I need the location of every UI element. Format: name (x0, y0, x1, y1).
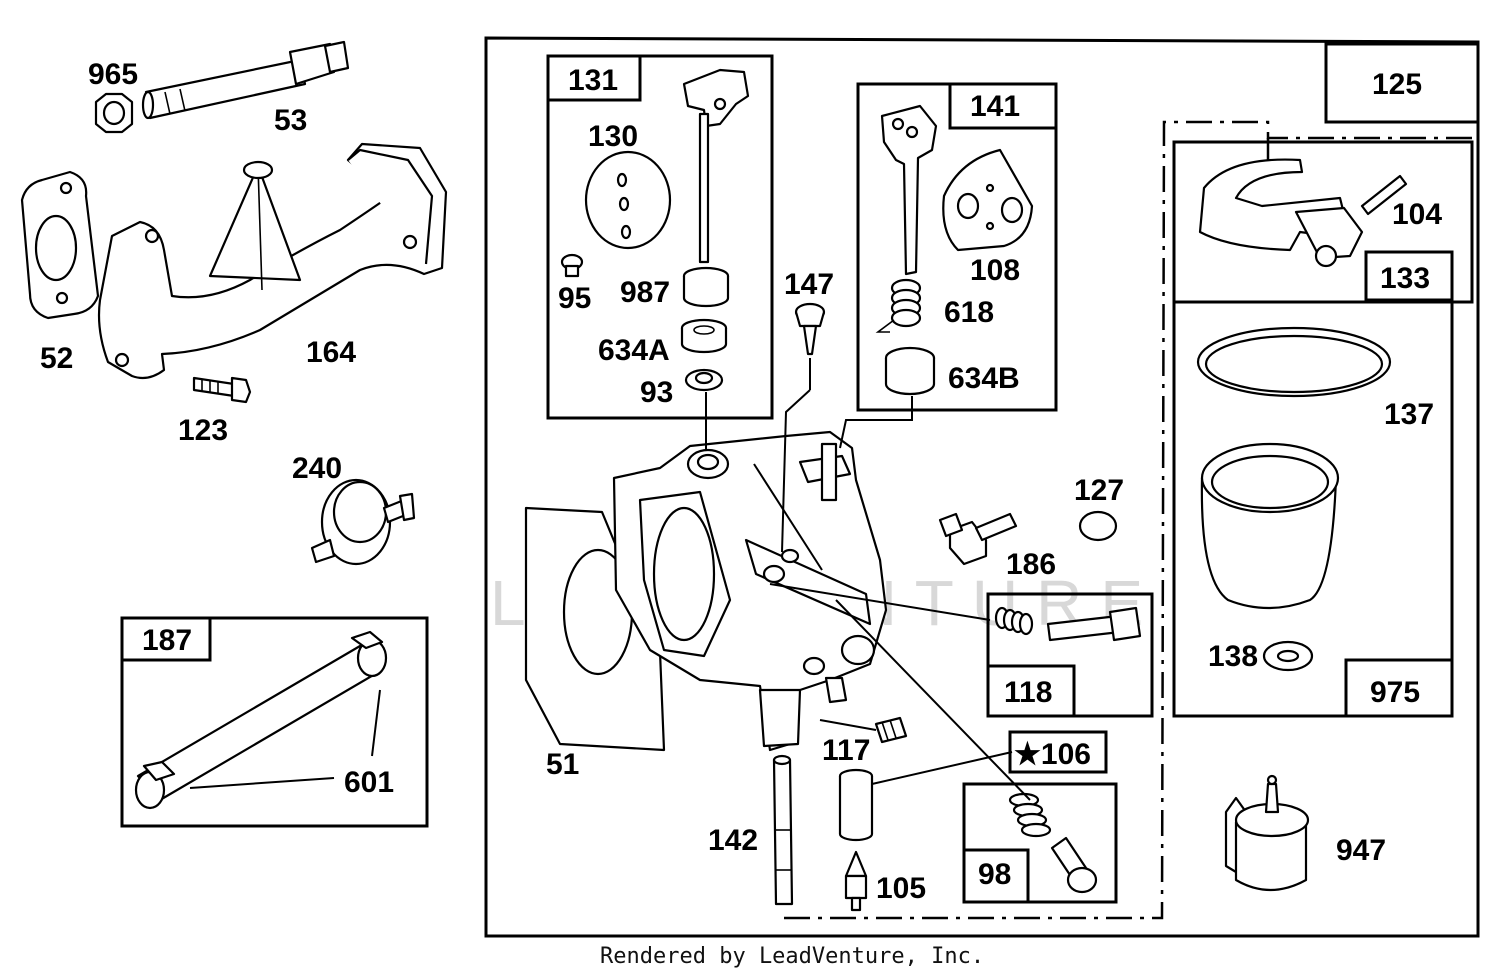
box-141 (856, 82, 1058, 412)
label-53: 53 (274, 104, 307, 137)
part-133-float[interactable] (1198, 158, 1364, 268)
label-104: 104 (1392, 198, 1442, 231)
part-93-washer[interactable] (684, 368, 724, 392)
part-95-screw[interactable] (560, 253, 584, 278)
part-975-float-bowl[interactable] (1200, 442, 1340, 610)
box-975 (1172, 300, 1454, 718)
label-965: 965 (88, 58, 138, 91)
part-618-spring[interactable] (875, 278, 922, 333)
label-51: 51 (546, 748, 579, 781)
box-98 (962, 782, 1118, 904)
footer-credit: Rendered by LeadVenture, Inc. (600, 944, 985, 969)
leader-lines (705, 358, 1031, 801)
box-125-frame (1324, 42, 1480, 124)
box-187 (120, 616, 429, 828)
part-141-choke-shaft[interactable] (880, 104, 938, 276)
carburetor-body[interactable] (612, 430, 888, 752)
part-108-choke-plate[interactable] (942, 148, 1034, 252)
carburetor-parts-diagram: LEADVENTURE (20, 36, 1480, 938)
label-133: 133 (1380, 262, 1430, 295)
label-127: 127 (1074, 474, 1124, 507)
main-frame (484, 36, 1480, 938)
label-105: 105 (876, 872, 926, 905)
part-147-screw[interactable] (794, 302, 826, 356)
part-106-needle-seat[interactable] (838, 768, 874, 842)
label-125: 125 (1372, 68, 1422, 101)
leaders-601 (189, 689, 381, 789)
label-147: 147 (784, 268, 834, 301)
label-601: 601 (344, 766, 394, 799)
part-947-fuel-solenoid[interactable] (1224, 774, 1310, 891)
label-131: 131 (568, 64, 618, 97)
label-138: 138 (1208, 640, 1258, 673)
box-131 (546, 54, 774, 420)
part-52-gasket[interactable] (20, 170, 100, 320)
part-634B-seal[interactable] (884, 346, 936, 396)
part-53-stud[interactable] (141, 40, 350, 120)
part-104-float-pin[interactable] (1360, 174, 1408, 216)
label-142: 142 (708, 824, 758, 857)
label-618: 618 (944, 296, 994, 329)
part-965-nut[interactable] (94, 92, 134, 134)
part-138-washer[interactable] (1262, 640, 1314, 672)
label-106: ★106 (1014, 738, 1091, 771)
label-187: 187 (142, 624, 192, 657)
label-123: 123 (178, 414, 228, 447)
label-240: 240 (292, 452, 342, 485)
label-186: 186 (1006, 548, 1056, 581)
label-634A: 634A (598, 334, 670, 367)
label-95: 95 (558, 282, 591, 315)
label-634B: 634B (948, 362, 1020, 395)
part-987-seal[interactable] (682, 266, 730, 308)
part-117-jet[interactable] (874, 716, 908, 744)
box-118 (986, 592, 1154, 718)
label-117: 117 (822, 734, 870, 767)
part-130-throttle-plate[interactable] (584, 150, 672, 250)
part-601-hose-clamps[interactable] (134, 630, 388, 810)
part-131-throttle-shaft[interactable] (682, 68, 750, 264)
kit-125-dashed-boundary (778, 120, 1472, 920)
label-141: 141 (970, 90, 1020, 123)
box-133 (1172, 140, 1474, 304)
part-98-main-jet-screw[interactable] (1008, 792, 1098, 894)
part-137-bowl-gasket[interactable] (1196, 326, 1392, 398)
label-108: 108 (970, 254, 1020, 287)
label-52: 52 (40, 342, 73, 375)
label-93: 93 (640, 376, 673, 409)
part-634A-seal[interactable] (680, 318, 728, 354)
label-118: 118 (1004, 676, 1052, 709)
part-164-intake-elbow[interactable] (97, 142, 448, 380)
part-105-float-needle[interactable] (844, 850, 868, 912)
part-186-elbow-fitting[interactable] (938, 512, 1018, 566)
part-142-emulsion-tube[interactable] (772, 754, 794, 906)
label-137: 137 (1384, 398, 1434, 431)
part-240-fuel-filter[interactable] (310, 478, 416, 566)
part-127-washer[interactable] (1078, 510, 1118, 542)
label-987: 987 (620, 276, 670, 309)
part-123-screw[interactable] (192, 376, 252, 404)
label-130: 130 (588, 120, 638, 153)
part-118-idle-mixture-screw[interactable] (994, 606, 1142, 642)
label-98: 98 (978, 858, 1011, 891)
label-947: 947 (1336, 834, 1386, 867)
label-975: 975 (1370, 676, 1420, 709)
label-164: 164 (306, 336, 356, 369)
